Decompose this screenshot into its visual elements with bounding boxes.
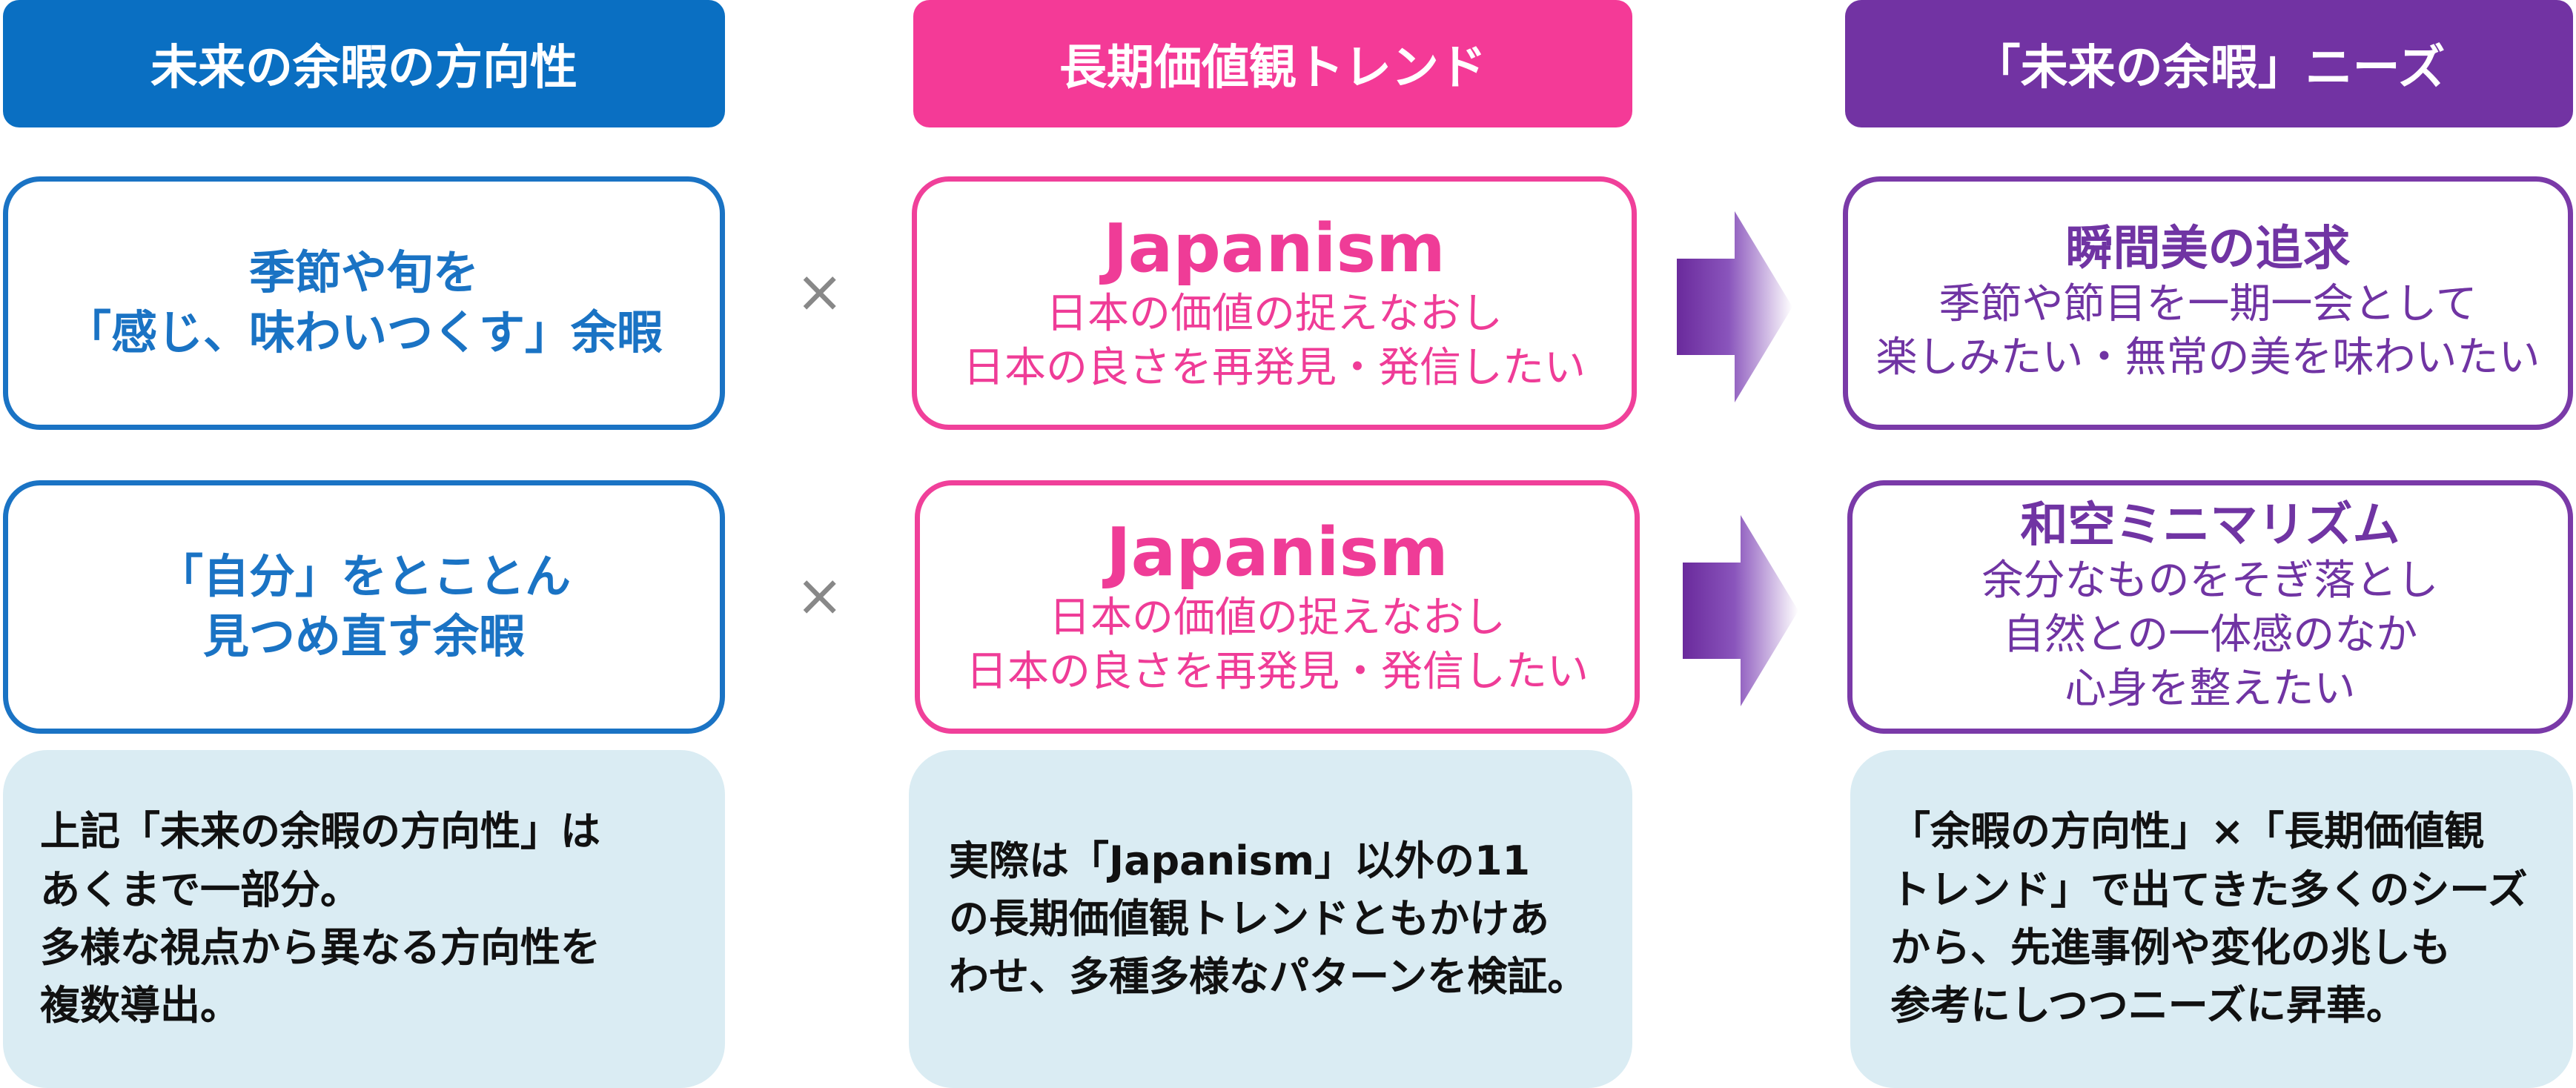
note-direction-line: 複数導出。	[40, 982, 240, 1029]
need-card-1-line: 楽しみたい・無常の美を味わいたい	[1875, 334, 2540, 382]
note-direction-line: 上記「未来の余暇の方向性」は	[40, 808, 600, 855]
need-card-1-title: 瞬間美の追求	[2065, 221, 2351, 276]
header-direction-label: 未来の余暇の方向性	[150, 41, 577, 96]
trend-card-2-line: 日本の良さを再発見・発信したい	[966, 647, 1589, 696]
need-card-2-line: 心身を整えたい	[2065, 664, 2356, 713]
header-needs: 「未来の余暇」ニーズ	[1845, 0, 2573, 127]
need-card-2-title: 和空ミニマリズム	[2020, 498, 2400, 554]
direction-card-2: 「自分」をとことん 見つめ直す余暇	[3, 480, 725, 734]
header-trend-label: 長期価値観トレンド	[1059, 41, 1486, 96]
note-needs-line: 参考にしつつニーズに昇華。	[1890, 982, 2407, 1029]
arrow-right-icon	[1683, 515, 1798, 706]
note-trend-line: わせ、多種多様なパターンを検証。	[949, 953, 1588, 1001]
direction-card-1-line: 「感じ、味わいつくす」余暇	[64, 305, 663, 359]
note-needs-line: 「余暇の方向性」×「長期価値観	[1890, 808, 2485, 855]
header-trend: 長期価値観トレンド	[913, 0, 1632, 127]
note-needs-line: から、先進事例や変化の兆しも	[1890, 924, 2451, 971]
note-trend-line: 実際は「Japanism」以外の11	[949, 837, 1531, 884]
arrow-right-icon	[1677, 211, 1792, 402]
multiply-sign-2: ×	[795, 563, 844, 629]
note-direction-line: あくまで一部分。	[40, 866, 360, 913]
trend-card-2-title: Japanism	[1106, 514, 1448, 592]
trend-card-1: Japanism 日本の価値の捉えなおし 日本の良さを再発見・発信したい	[912, 176, 1637, 430]
need-card-1: 瞬間美の追求 季節や節目を一期一会として 楽しみたい・無常の美を味わいたい	[1843, 176, 2573, 430]
trend-card-2-line: 日本の価値の捉えなおし	[1049, 593, 1506, 642]
direction-card-1-line: 季節や旬を	[248, 245, 479, 300]
multiply-sign-1: ×	[795, 259, 844, 325]
direction-card-2-line: 見つめ直す余暇	[202, 609, 525, 663]
header-needs-label: 「未来の余暇」ニーズ	[1973, 41, 2446, 96]
note-trend-line: の長期価値観トレンドともかけあ	[949, 895, 1549, 942]
header-direction: 未来の余暇の方向性	[3, 0, 725, 127]
note-needs-line: トレンド」で出てきた多くのシーズ	[1890, 866, 2528, 913]
note-direction: 上記「未来の余暇の方向性」は あくまで一部分。 多様な視点から異なる方向性を 複…	[3, 750, 725, 1088]
note-trend: 実際は「Japanism」以外の11 の長期価値観トレンドともかけあ わせ、多種…	[909, 750, 1632, 1088]
direction-card-2-line: 「自分」をとことん	[156, 549, 571, 604]
trend-card-2: Japanism 日本の価値の捉えなおし 日本の良さを再発見・発信したい	[915, 480, 1640, 734]
need-card-1-line: 季節や節目を一期一会として	[1938, 279, 2477, 328]
trend-card-1-line: 日本の価値の捉えなおし	[1046, 289, 1503, 338]
note-needs: 「余暇の方向性」×「長期価値観 トレンド」で出てきた多くのシーズ から、先進事例…	[1850, 750, 2573, 1088]
need-card-2-line: 自然との一体感のなか	[2002, 611, 2418, 659]
need-card-2: 和空ミニマリズム 余分なものをそぎ落とし 自然との一体感のなか 心身を整えたい	[1847, 480, 2573, 734]
direction-card-1: 季節や旬を 「感じ、味わいつくす」余暇	[3, 176, 725, 430]
trend-card-1-line: 日本の良さを再発見・発信したい	[963, 343, 1586, 392]
trend-card-1-title: Japanism	[1103, 210, 1446, 288]
need-card-2-line: 余分なものをそぎ落とし	[1981, 557, 2439, 606]
note-direction-line: 多様な視点から異なる方向性を	[40, 924, 600, 971]
